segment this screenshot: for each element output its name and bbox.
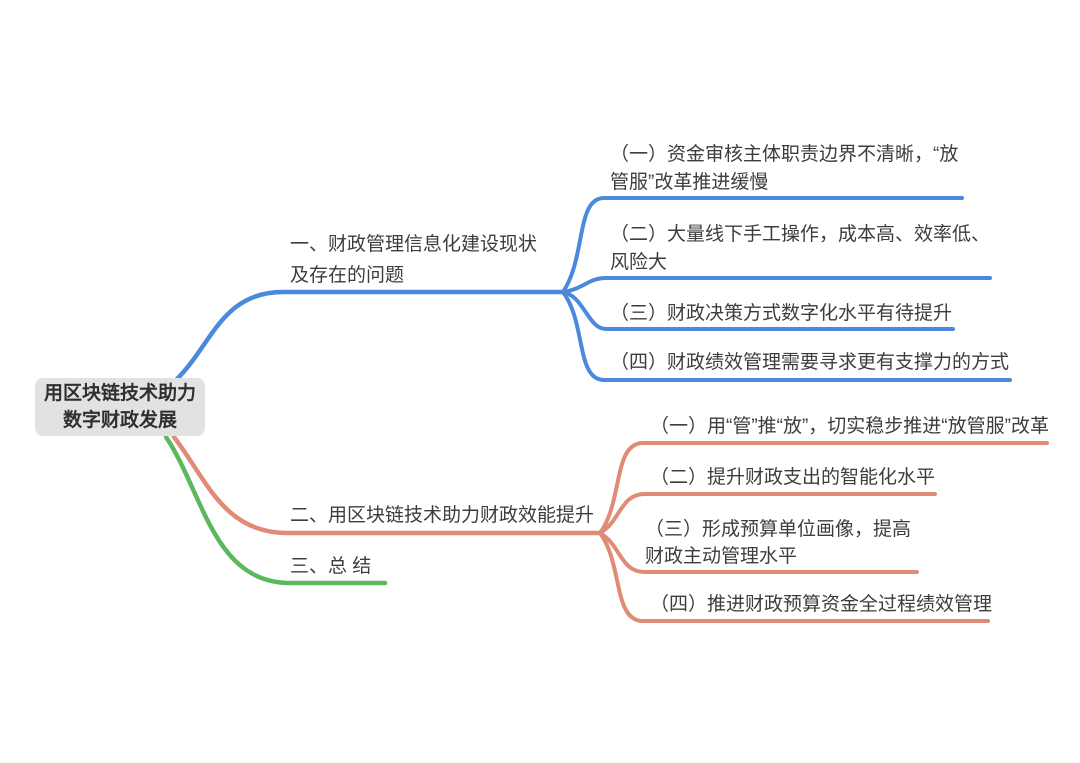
branch1-subtopic-3[interactable]: （三）财政决策方式数字化水平有待提升 [610,303,953,324]
branch1-subtopic-4[interactable]: （四）财政绩效管理需要寻求更有支撑力的方式 [610,352,1010,373]
branch2-subtopic-1[interactable]: （一）用“管”推“放”，切实稳步推进“放管服”改革 [650,416,1049,437]
branch2-topic[interactable]: 二、用区块链技术助力财政效能提升 [290,505,595,526]
branch1-subtopic-2[interactable]: （二）大量线下手工操作，成本高、效率低、 风险大 [610,224,991,273]
branch1-subtopic-1[interactable]: （一）资金审核主体职责边界不清晰，“放 管服”改革推进缓慢 [610,144,959,193]
branch2-subtopic-4[interactable]: （四）推进财政预算资金全过程绩效管理 [650,594,993,615]
root-topic[interactable]: 用区块链技术助力 数字财政发展 [35,378,205,436]
branch3-topic[interactable]: 三、总 结 [290,556,372,577]
branch2-subtopic-2[interactable]: （二）提升财政支出的智能化水平 [650,467,936,488]
branch2-subtopic-3[interactable]: （三）形成预算单位画像，提高 财政主动管理水平 [645,519,912,567]
branch1-topic[interactable]: 一、财政管理信息化建设现状 及存在的问题 [290,234,538,286]
branch1-child2-connector-line [561,276,992,294]
branch1-connector-line [174,289,566,382]
